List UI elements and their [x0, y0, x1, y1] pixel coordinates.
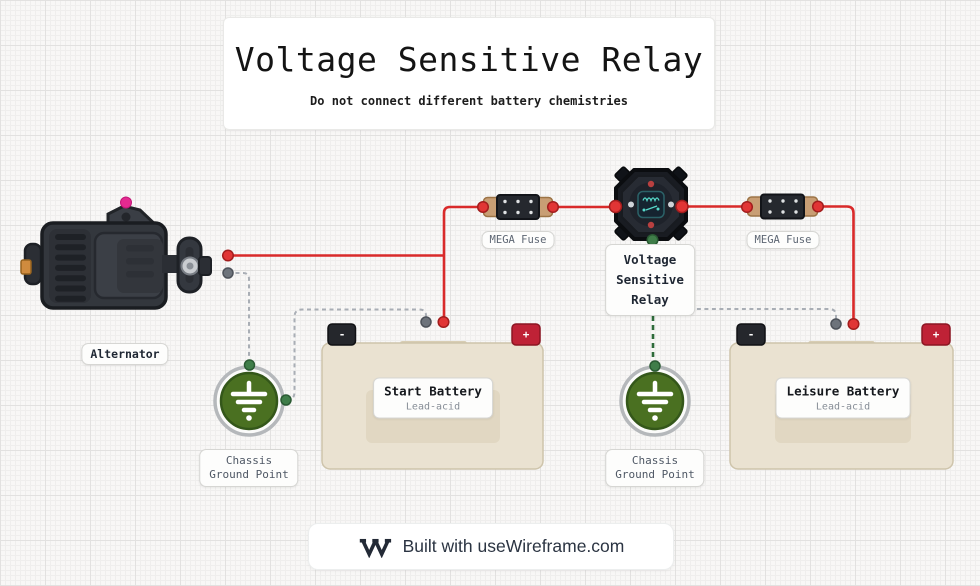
alternator-orange-tab	[20, 259, 32, 275]
fuse-body	[496, 194, 540, 220]
battery-negative-terminal	[327, 323, 357, 346]
ground-terminals-gray	[222, 267, 842, 330]
ground-label-line2: Ground Point	[615, 468, 695, 481]
dot-alternator-pink	[120, 196, 132, 209]
dot-vsr-left	[608, 199, 623, 214]
double-v-wireframe-logo-icon	[359, 538, 391, 558]
dot-alternator-ground	[222, 267, 234, 279]
dot-alternator-positive	[221, 249, 235, 262]
battery-negative-terminal	[736, 323, 766, 346]
ground-terminals-green	[243, 233, 661, 406]
alternator-label: Alternator	[81, 343, 169, 365]
wire-start-battery-ground[interactable]	[287, 308, 427, 401]
ground-label-line1: Chassis	[631, 454, 679, 467]
battery-chemistry: Lead-acid	[815, 401, 871, 413]
dot-fuse-right-in	[740, 200, 754, 214]
ground-right-label: Chassis Ground Point	[605, 449, 705, 487]
vsr-label-line2: Sensitive	[616, 272, 684, 287]
wire-positive-bus[interactable]	[228, 205, 855, 321]
battery-positive-terminal	[921, 323, 951, 346]
vsr-indicator-bottom	[647, 221, 655, 229]
alternator-right-tab	[198, 256, 212, 276]
built-with-text: Built with useWireframe.com	[402, 536, 625, 556]
dot-fuse-right-out	[811, 200, 825, 213]
fuse-body	[760, 193, 805, 220]
ground-label-line1: Chassis	[225, 454, 273, 467]
dot-ground-left-top	[243, 359, 256, 371]
page-subtitle: Do not connect different battery chemist…	[310, 93, 628, 108]
ground-dot	[652, 415, 658, 421]
vsr-label: Voltage Sensitive Relay	[605, 244, 695, 316]
voltage-sensitive-relay[interactable]	[614, 166, 688, 241]
bolt-dots-icon	[503, 199, 533, 215]
battery-name: Start Battery	[384, 383, 482, 399]
leisure-battery-label: Leisure Battery Lead-acid	[775, 377, 911, 419]
mega-fuse-right[interactable]	[746, 193, 819, 220]
positive-symbol: +	[523, 328, 530, 341]
title-card: Voltage Sensitive Relay Do not connect d…	[223, 17, 715, 130]
relay-screen-contacts	[642, 207, 660, 212]
wire-fuse-right-to-leisure-battery[interactable]	[818, 205, 855, 321]
negative-symbol: -	[339, 328, 346, 341]
battery-chemistry: Lead-acid	[405, 401, 461, 413]
mega-fuse-right-label: MEGA Fuse	[746, 231, 820, 249]
alternator-fins	[55, 234, 86, 302]
alternator[interactable]	[20, 204, 212, 310]
dot-start-battery-negative	[420, 316, 432, 328]
dot-leisure-battery-positive	[847, 317, 860, 331]
dot-vsr-right	[675, 199, 689, 214]
bolt-dots-icon	[768, 199, 798, 214]
vsr-indicator-left	[628, 201, 634, 208]
ground-left-label: Chassis Ground Point	[199, 449, 299, 487]
earth-ground-icon	[230, 380, 268, 413]
vsr-indicator-top	[647, 180, 655, 188]
negative-symbol: -	[748, 328, 755, 341]
alternator-hub-center	[186, 262, 194, 270]
ground-label-line2: Ground Point	[209, 468, 289, 481]
vsr-label-line1: Voltage	[623, 252, 677, 267]
start-battery-label: Start Battery Lead-acid	[373, 377, 493, 419]
ground-point-right[interactable]	[619, 365, 691, 437]
ground-point-left[interactable]	[213, 365, 285, 437]
mega-fuse-left[interactable]	[482, 194, 554, 220]
vsr-indicator-right	[668, 201, 674, 208]
alternator-shaft	[162, 255, 180, 273]
wire-fuse-left-to-start-battery[interactable]	[442, 205, 483, 318]
mega-fuse-left-label: MEGA Fuse	[481, 231, 555, 249]
dot-ground-left-right	[280, 394, 292, 406]
alternator-vents	[126, 245, 154, 278]
battery-name: Leisure Battery	[786, 383, 900, 399]
dot-ground-right-top	[649, 360, 661, 372]
relay-screen-glyph	[642, 197, 660, 211]
relay-coil-switch-icon	[637, 190, 665, 219]
dot-leisure-battery-negative	[830, 318, 842, 330]
page-title: Voltage Sensitive Relay	[234, 39, 704, 79]
earth-ground-icon	[636, 380, 674, 413]
positive-symbol: +	[933, 328, 940, 341]
dot-start-battery-positive	[437, 315, 450, 329]
dot-fuse-left-out	[546, 200, 560, 214]
positive-terminals	[221, 199, 860, 331]
alternator-bracket-hole	[121, 212, 131, 222]
connection-dots	[120, 196, 860, 406]
dot-fuse-left-in	[476, 200, 490, 214]
vsr-label-line3: Relay	[631, 292, 669, 307]
built-with-link[interactable]: Built with useWireframe.com	[308, 523, 674, 570]
battery-positive-terminal	[511, 323, 541, 346]
wire-alternator-ground[interactable]	[228, 272, 250, 361]
ground-dot	[246, 415, 252, 421]
alternator-inner-panel	[117, 239, 163, 293]
